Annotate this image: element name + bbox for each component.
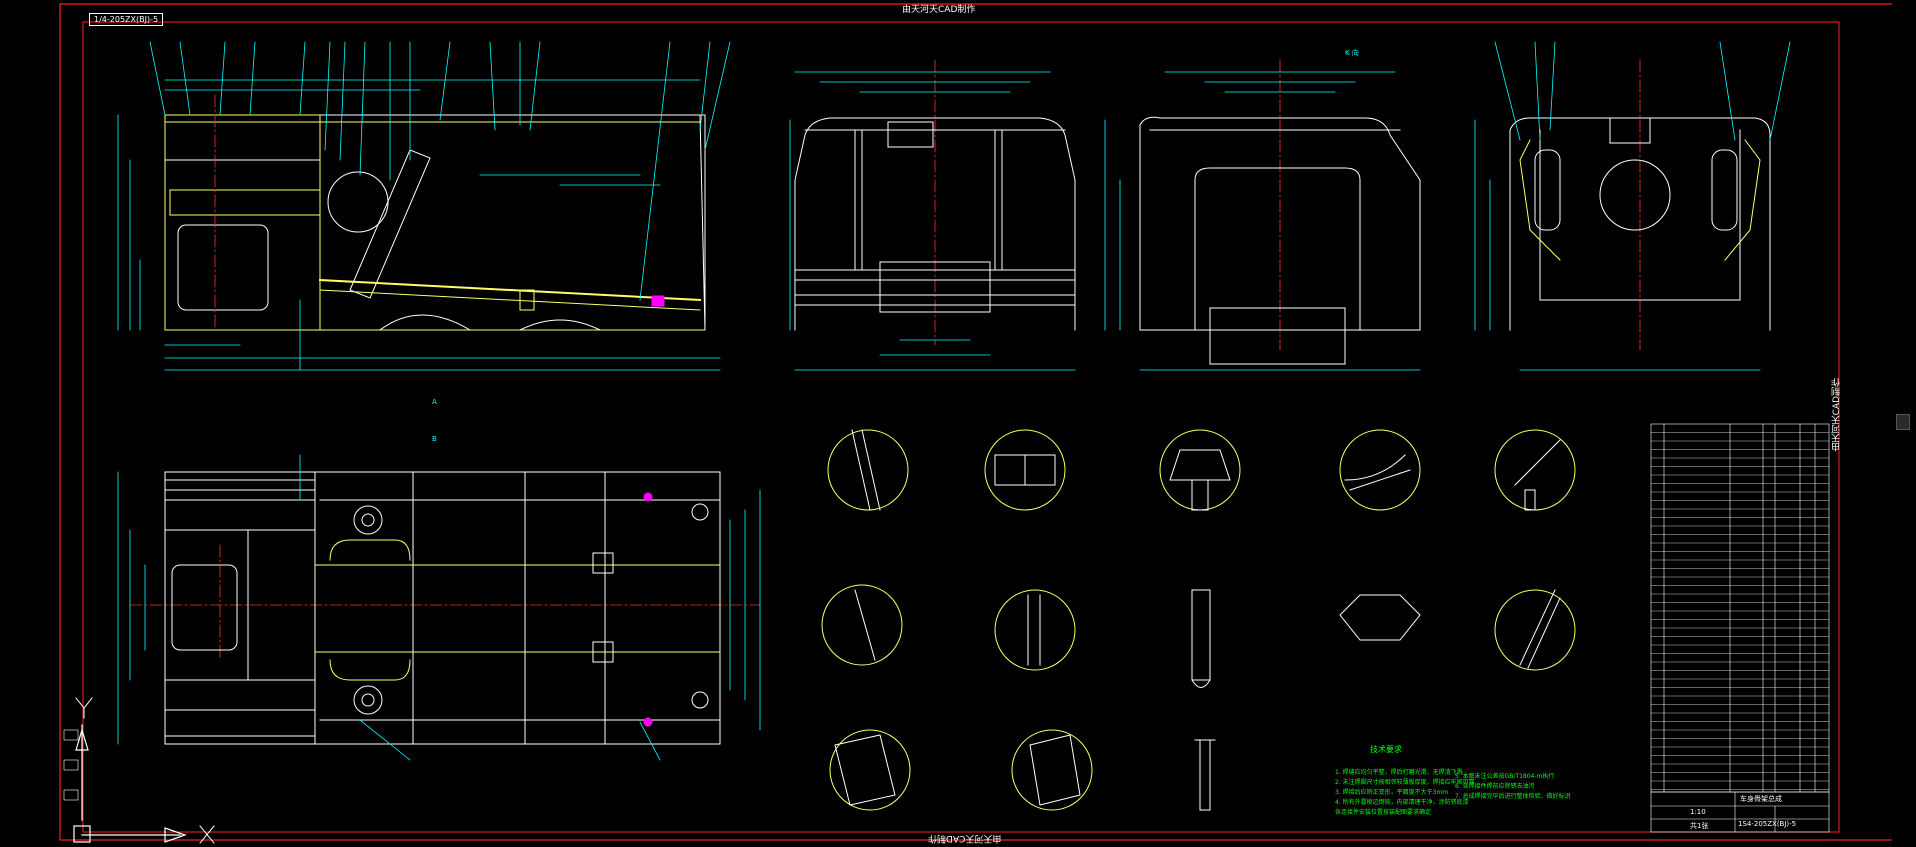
outer-frame (59, 3, 1903, 841)
scroll-thumb[interactable] (1896, 414, 1910, 430)
side-view-dimensions (117, 41, 731, 371)
front-view-b-dimensions (789, 71, 1076, 371)
detail-circles (821, 429, 1576, 811)
parts-table (1650, 423, 1830, 793)
title-block-sheet: 共1张 (1690, 822, 1709, 830)
title-block-name: 车身骨架总成 (1740, 795, 1782, 803)
rear-view-k-dimensions (1104, 71, 1421, 371)
inner-frame (82, 21, 1840, 833)
side-view (164, 114, 706, 331)
ucs-icon (73, 724, 187, 843)
side-vertical-text: 由天河天CAD制作 (1832, 378, 1842, 452)
note-line: 7. 总成焊接完毕后进行整体检验，做好标识 (1455, 793, 1571, 800)
header-text: 由天河天CAD制作 (902, 5, 976, 15)
left-labels (63, 729, 79, 801)
view-label-k: K 向 (1345, 49, 1359, 57)
parts-table-rows (1650, 432, 1830, 790)
note-line: 3. 焊接后应矫正变形，平面度不大于3mm (1335, 789, 1449, 796)
detail-contents (834, 429, 1561, 811)
plan-view (164, 471, 721, 745)
notes-right: 5. 本图未注公差按GB/T1804-m执行 6. 各焊接件焊前应除锈去油污 7… (1455, 772, 1571, 802)
note-line: 6. 各焊接件焊前应除锈去油污 (1455, 783, 1535, 790)
notes-left: 1. 焊缝应均匀平整，焊后打磨光滑，无焊渣飞溅 2. 未注焊脚尺寸按相邻较薄板厚… (1335, 768, 1475, 818)
note-line: 2. 未注焊脚尺寸按相邻较薄板厚度，焊接应牢固可靠 (1335, 779, 1475, 786)
view-label-b: B (432, 435, 437, 443)
front-view-b (794, 117, 1076, 331)
rear-view-k (1139, 116, 1421, 365)
ucs-axis-labels (75, 697, 215, 844)
title-block (1650, 791, 1830, 833)
note-line: 4. 所有外露棱边倒钝，内部清理干净，涂防锈底漆 (1335, 799, 1469, 806)
drawing-number-box: 1/4-205ZX(BJ)-5 (89, 13, 164, 26)
note-line: 各连接件安装位置按装配图要求确定 (1335, 809, 1432, 816)
section-view (1509, 117, 1771, 331)
note-line: 5. 本图未注公差按GB/T1804-m执行 (1455, 773, 1555, 780)
footer-text: 由天河天CAD制作 (928, 833, 1002, 843)
view-label-a: A (432, 398, 437, 406)
centerlines (129, 59, 1641, 661)
title-block-code: 1S4-205ZX(BJ)-5 (1738, 820, 1797, 828)
plan-view-dimensions (117, 454, 761, 761)
vertical-scrollbar[interactable] (1892, 0, 1916, 847)
notes-title: 技术要求 (1370, 745, 1402, 754)
section-view-dimensions (1474, 41, 1791, 371)
title-block-scale: 1:10 (1690, 808, 1706, 816)
note-line: 1. 焊缝应均匀平整，焊后打磨光滑，无焊渣飞溅 (1335, 769, 1463, 776)
